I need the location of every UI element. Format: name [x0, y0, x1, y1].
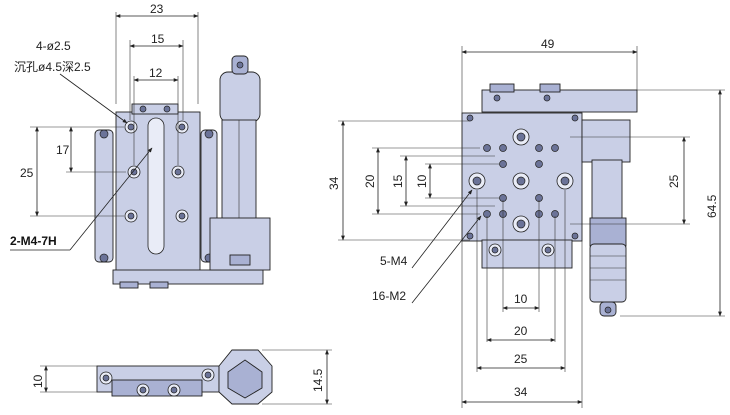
right-micrometer-body	[581, 119, 631, 163]
top-rail	[481, 89, 638, 113]
dim-14-5-label: 14.5	[311, 368, 325, 392]
dim-20-vertical-label: 20	[363, 174, 377, 188]
note-counterbore: 沉孔ø4.5深2.5	[14, 60, 91, 74]
note-tap: 2-M4-7H	[10, 234, 57, 248]
dim-10-vertical-label: 10	[415, 174, 429, 188]
dim-25-label: 25	[20, 166, 34, 180]
dim-15-vertical-label: 15	[391, 174, 405, 188]
dim-64-5-label: 64.5	[705, 194, 719, 218]
dim-25-vertical-label: 25	[667, 174, 681, 188]
right-micrometer-thimble	[589, 243, 627, 303]
dim-12-label: 12	[149, 66, 163, 80]
dim-34-vertical-label: 34	[327, 176, 341, 190]
dim-25-horizontal-label: 25	[514, 352, 528, 366]
left-side-rail	[94, 129, 114, 263]
dim-20-horizontal-label: 20	[514, 324, 528, 338]
note-m4: 5-M4	[380, 254, 408, 268]
base-plate	[112, 269, 264, 285]
note-holes: 4-ø2.5	[36, 39, 71, 53]
dim-10-horizontal-label: 10	[514, 292, 528, 306]
right-micrometer-sleeve	[591, 159, 623, 221]
dim-49-label: 49	[541, 37, 555, 51]
dim-23-label: 23	[150, 2, 164, 16]
dim-17-label: 17	[56, 143, 70, 157]
dim-15-label: 15	[151, 32, 165, 46]
micrometer-barrel	[219, 71, 261, 123]
dim-10-bottom-label: 10	[31, 374, 45, 388]
bottom-view: 10 14.5	[31, 349, 332, 405]
dim-34-horizontal-label: 34	[514, 385, 528, 399]
center-slot	[147, 117, 165, 255]
left-view: 23 15 12 17 25 4-ø2.5 沉孔ø4.5深2.5 2-M4-7H	[10, 2, 271, 289]
right-view: 49 34 20 15 10 25 64.5 10	[327, 37, 725, 408]
note-m2: 16-M2	[372, 289, 406, 303]
